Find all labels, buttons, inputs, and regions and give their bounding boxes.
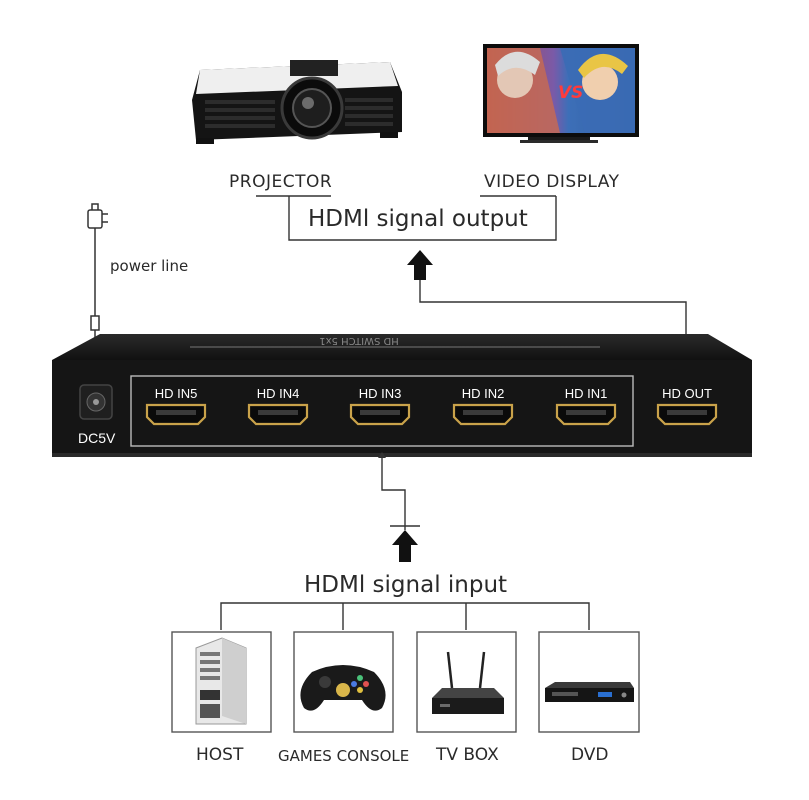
input-bracket <box>220 456 590 630</box>
game-controller-icon <box>300 665 386 711</box>
hdmi-port-pins <box>566 410 606 415</box>
hdmi-output-label: HDMl signal output <box>308 206 528 232</box>
output-arrow-icon <box>407 250 433 280</box>
port-label-hd-in5: HD IN5 <box>155 386 198 401</box>
source-label-dvd: DVD <box>571 745 609 765</box>
source-label-tv-box: TV BOX <box>436 745 499 765</box>
input-arrow-icon <box>392 530 418 562</box>
hdmi-port-pins <box>156 410 196 415</box>
hdmi-port-pins <box>360 410 400 415</box>
port-label-hd-out: HD OUT <box>662 386 712 401</box>
source-label-games-console: GAMES CONSOLE <box>278 747 410 765</box>
video-display-image <box>483 44 639 143</box>
source-label-host: HOST <box>196 745 244 765</box>
projector-label: PROJECTOR <box>229 172 333 192</box>
host-pc-icon <box>195 637 247 725</box>
power-cable <box>90 228 100 340</box>
hdmi-input-label: HDMl signal input <box>304 572 508 598</box>
video-display-label: VIDEO DISPLAY <box>484 172 620 192</box>
port-label-hd-in4: HD IN4 <box>257 386 300 401</box>
port-label-hd-in2: HD IN2 <box>462 386 505 401</box>
display-vs-text: VS <box>558 83 583 103</box>
hdmi-port-pins <box>667 410 707 415</box>
dc5v-label: DC5V <box>78 430 116 446</box>
hdmi-port-pins <box>258 410 298 415</box>
power-plug-icon <box>87 203 108 229</box>
tv-box-icon <box>432 651 504 714</box>
hdmi-ports: HD IN5 HD IN4 HD IN3 HD IN2 HD IN1 HD OUT <box>145 386 718 426</box>
port-label-hd-in1: HD IN1 <box>565 386 608 401</box>
dvd-player-icon <box>545 682 634 702</box>
projector-image <box>192 60 402 144</box>
hdmi-port-pins <box>463 410 503 415</box>
output-bracket <box>256 195 687 360</box>
port-label-hd-in3: HD IN3 <box>359 386 402 401</box>
device-top-text: HD SWITCH 5x1 <box>319 335 398 346</box>
power-line-label: power line <box>110 257 189 275</box>
